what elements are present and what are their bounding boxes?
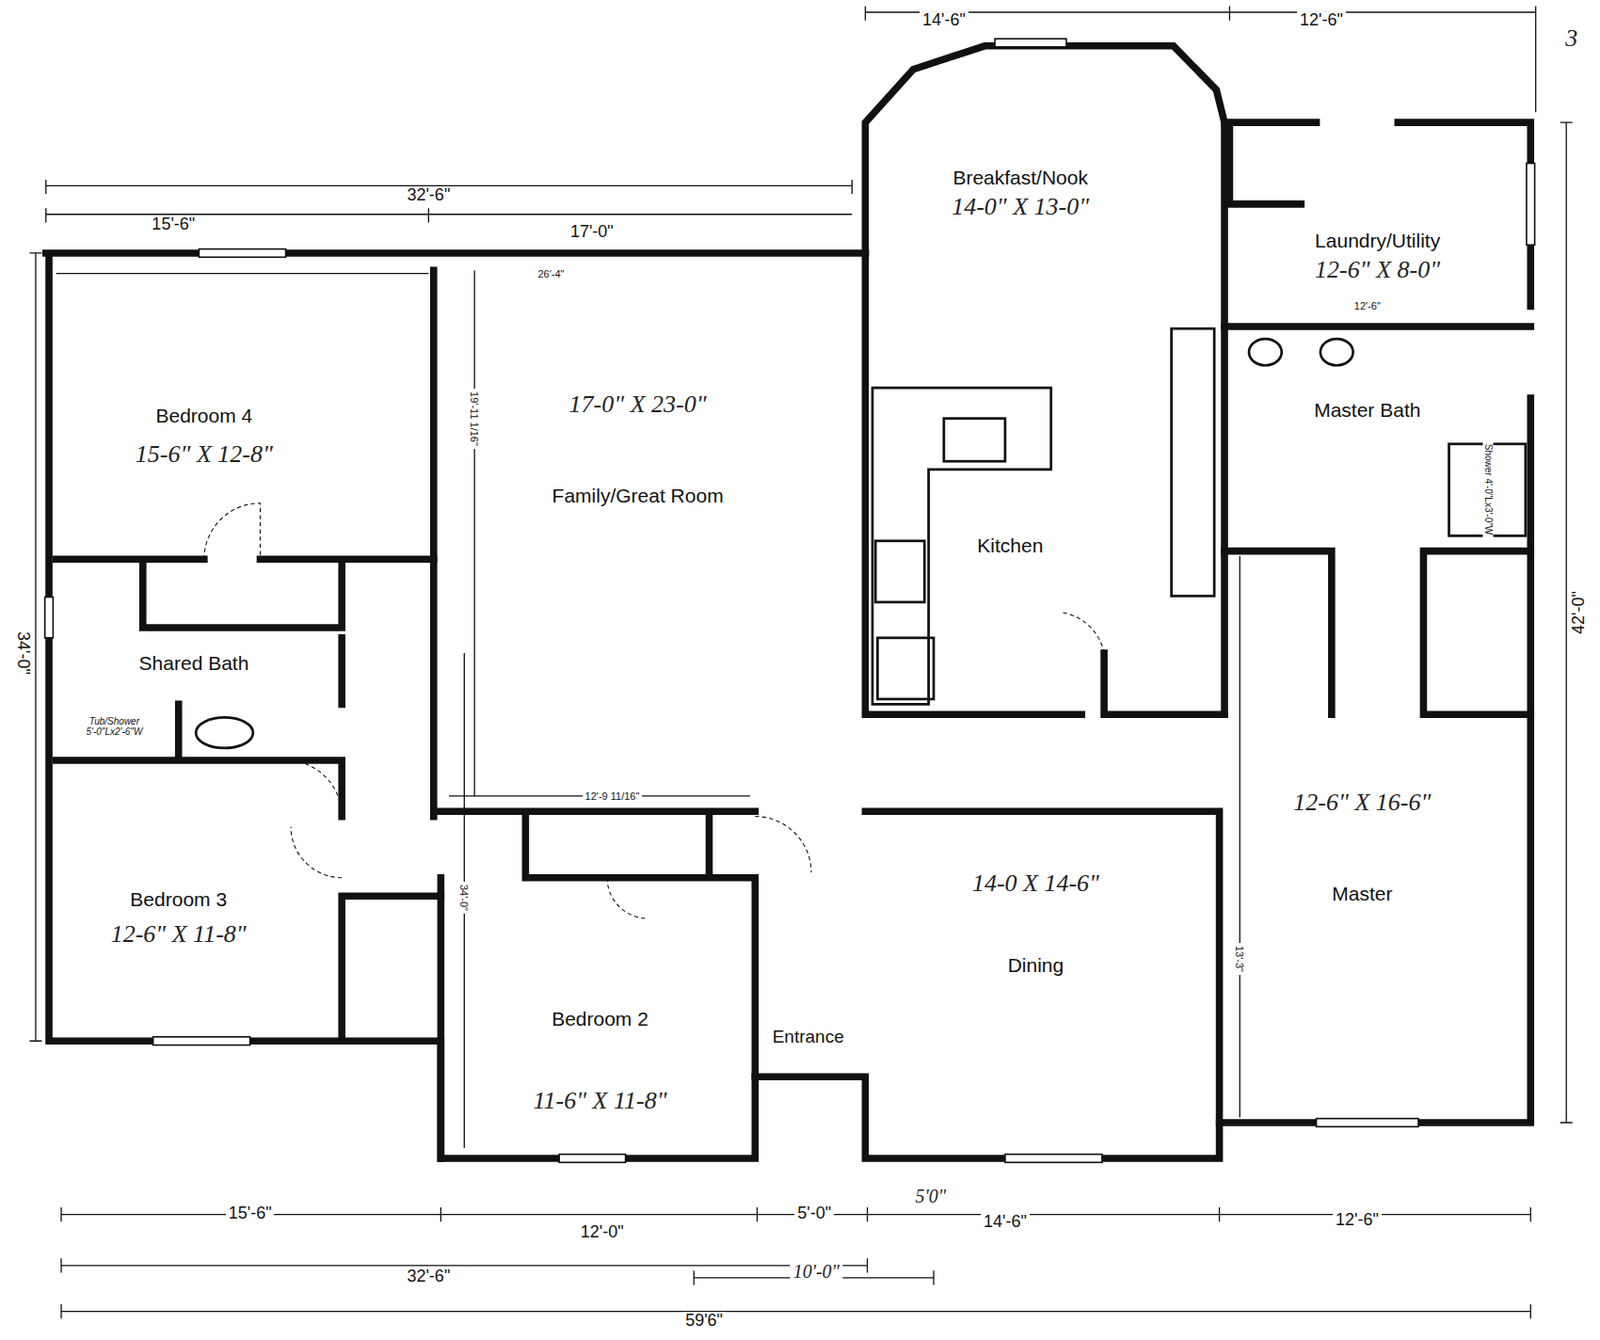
room-size: 12-6" X 16-6" [1293,788,1431,817]
room-size: 11-6" X 11-8" [532,1087,667,1116]
interior-wall [56,638,442,1041]
dimension-text: 42'-0" [1569,588,1589,638]
interior-wall [56,559,434,628]
windows [45,38,1536,1163]
tall-cabinet [1171,328,1216,596]
dimension-text: 12'-6" [1296,11,1346,31]
dimension-line [46,20,1536,194]
room-size: 15-6" X 12-8" [135,440,273,469]
fixtures [195,328,1526,749]
room: Laundry/Utility 12-6" X 8-0" [1314,229,1440,285]
window [153,1037,251,1046]
window [1526,163,1536,246]
handwritten-note: 5'0" [912,1185,949,1207]
door-swing [286,760,343,817]
room: 17-0" X 23-0" Family/Great Room [552,390,724,508]
room: Bedroom 2 11-6" X 11-8" [532,1008,667,1116]
kitchen-sink [944,418,1006,463]
dimension-text: 13'-3" [1233,943,1246,976]
window [1005,1154,1103,1164]
room-name: Entrance [772,1026,845,1048]
dimension-text: Tub/Shower 5'-0"Lx2'-6"W [65,716,162,737]
bath-sink [1320,338,1354,366]
door-swing [204,503,261,560]
dimension-text: 12'-0" [577,1223,627,1243]
dimension-text: 59'6" [682,1312,726,1331]
dimension-text: 14'-6" [980,1213,1030,1232]
door-swing [607,878,648,919]
dimension-text: 19'-11 1/16" [468,388,480,449]
interior-wall [864,128,1531,1123]
room-name: Master [1293,882,1431,906]
dimension-text: 34'-0" [13,628,32,678]
room: Master Bath [1313,399,1421,422]
room-size: 17-0" X 23-0" [552,390,724,419]
dimension-text: 17'-0" [567,223,617,242]
dimension-text: 15'-6" [148,215,198,235]
room: Kitchen [976,534,1043,558]
room: Entrance [772,1026,845,1048]
room-name: Kitchen [976,534,1043,558]
room-name: Family/Great Room [552,484,724,508]
dimension-text: 32'-6" [403,1267,453,1287]
room-name: Laundry/Utility [1314,229,1440,253]
room-size: 14-0 X 14-6" [972,869,1100,898]
room-name: Bedroom 2 [532,1008,667,1031]
dimension-text: 26'-4" [534,268,567,280]
room-name: Bedroom 3 [111,888,247,912]
room: 14-0 X 14-6" Dining [972,869,1100,977]
window [1316,1119,1419,1128]
window [559,1154,625,1164]
dimension-text: 12'-9 11/16" [582,790,643,802]
bath-sink [195,717,254,749]
room-size: 12-6" X 11-8" [111,920,247,949]
handwritten-note: 3 [1562,25,1581,53]
room: Bedroom 4 15-6" X 12-8" [135,404,273,469]
window [45,596,54,638]
dimension-text: 14'-6" [919,11,969,31]
kitchen-counter [872,387,1052,704]
door-swings [204,503,1104,919]
fridge [877,638,934,700]
room-name: Master Bath [1313,399,1421,422]
dimension-text: 34'-0" [458,881,470,914]
room-name: Dining [972,954,1100,977]
room: Bedroom 3 12-6" X 11-8" [111,888,247,949]
dimension-text: Shower 4'-0"Lx3'-0"W [1482,441,1493,539]
room: Breakfast/Nook14-0" X 13-0" [951,166,1089,222]
room-name: Bedroom 4 [135,404,273,428]
interior-wall [864,253,1225,715]
dimension-text: 32'-6" [403,186,453,206]
handwritten-note: 10'-0" [790,1261,843,1282]
outer-wall [864,46,1225,715]
room-size: 14-0" X 13-0" [951,192,1089,222]
door-swing [754,816,812,874]
walls [46,46,1531,1159]
dimension-line [61,1258,868,1273]
room: Shared Bath [139,652,250,675]
dimension-line [56,270,1241,1149]
dimension-text: 12'-6" [1351,300,1384,312]
dimension-text: 12'-6" [1332,1211,1382,1231]
bath-sink [1248,338,1282,366]
room: 12-6" X 16-6" Master [1293,788,1431,906]
dimension-line [61,1304,1531,1319]
room-size: 12-6" X 8-0" [1314,256,1440,285]
window [994,38,1067,48]
room-name: Shared Bath [139,652,250,675]
range [875,541,925,603]
door-swing [290,826,342,878]
dimension-text: 15'-6" [225,1204,275,1224]
outer-wall [46,253,1531,1159]
interior-wall [433,270,756,1159]
dimension-lines [29,6,1572,1320]
door-swing [1061,612,1105,654]
window [198,249,286,258]
dimension-text: 5'-0" [794,1204,834,1224]
outer-wall [1224,122,1531,306]
room-name: Breakfast/Nook [951,166,1089,190]
